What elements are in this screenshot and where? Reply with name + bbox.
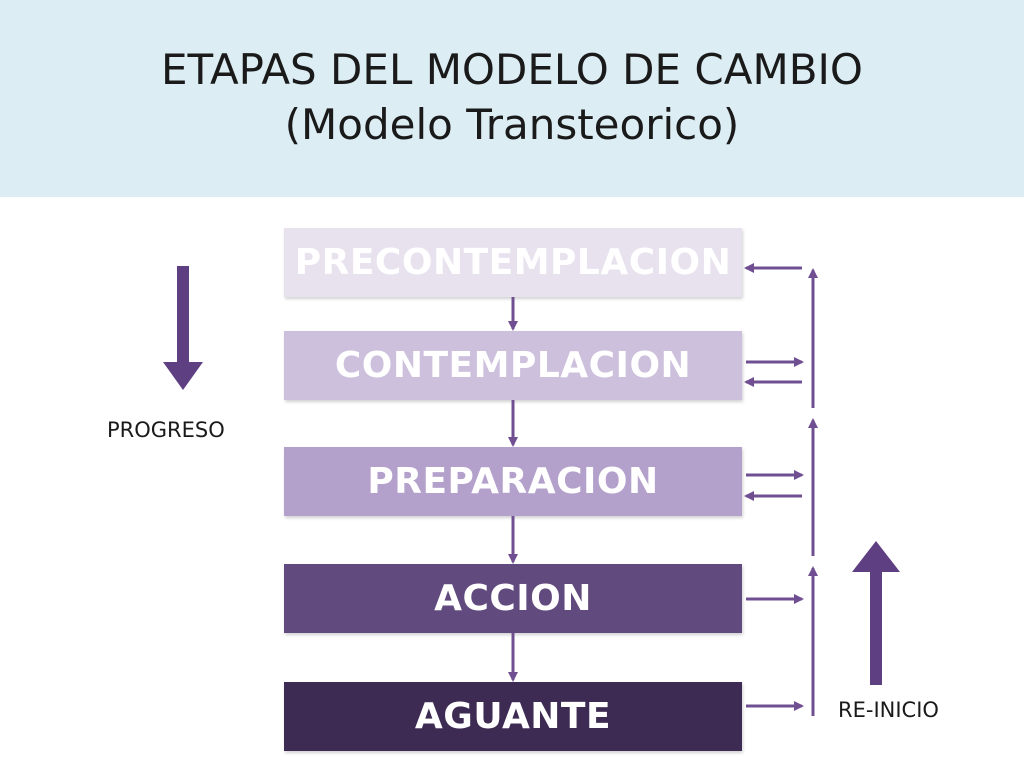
stage-aguante: AGUANTE: [284, 682, 742, 751]
progress-label: PROGRESO: [107, 418, 225, 442]
stage-contemplacion: CONTEMPLACION: [284, 331, 742, 400]
stage-accion: ACCION: [284, 564, 742, 633]
progress-arrow-icon: [163, 266, 203, 390]
restart-arrow-icon: [852, 541, 900, 685]
restart-label: RE-INICIO: [838, 698, 939, 722]
slide-title: ETAPAS DEL MODELO DE CAMBIO: [161, 45, 863, 94]
stage-precontemplacion: PRECONTEMPLACION: [284, 228, 742, 297]
slide-subtitle: (Modelo Transteorico): [284, 100, 740, 149]
stage-preparacion: PREPARACION: [284, 447, 742, 516]
title-banner: ETAPAS DEL MODELO DE CAMBIO (Modelo Tran…: [0, 0, 1024, 197]
